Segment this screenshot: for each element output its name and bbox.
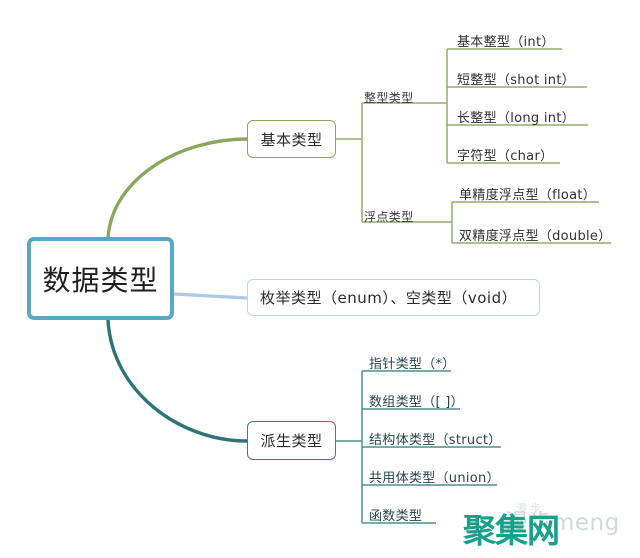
group-label-floating-types[interactable]: 浮点类型 [364,210,414,224]
connector-root-to-enum [172,292,249,300]
leaf-function[interactable]: 函数类型 [369,509,423,524]
leaf-double[interactable]: 双精度浮点型（double） [459,229,612,244]
group-label-integer-types[interactable]: 整型类型 [364,91,414,105]
leaf-long-int[interactable]: 长整型（long int） [457,111,576,126]
watermark-site-name: 聚集网 [463,511,560,550]
branch-node-enum-void-type[interactable]: 枚举类型（enum）、空类型（void） [247,279,540,316]
connector-root-to-basic [106,137,249,240]
root-node-data-type[interactable]: 数据类型 [27,237,174,320]
leaf-float[interactable]: 单精度浮点型（float） [459,188,597,203]
leaf-basic-int[interactable]: 基本整型（int） [457,35,555,50]
leaf-array[interactable]: 数组类型（[ ]） [369,395,464,410]
leaf-pointer[interactable]: 指针类型（*） [369,357,456,372]
watermark-ghost-text: 漫步meng [505,510,620,536]
branch-node-basic-type[interactable]: 基本类型 [247,120,336,158]
leaf-union[interactable]: 共用体类型（union） [369,471,500,486]
leaf-short-int[interactable]: 短整型（shot int） [457,73,576,88]
leaf-char[interactable]: 字符型（char） [457,149,554,164]
branch-node-derived-type[interactable]: 派生类型 [247,421,336,460]
leaf-struct[interactable]: 结构体类型（struct） [369,433,502,448]
watermark-ghost-small: 漫步 [516,502,544,515]
connector-root-to-derived [106,318,249,443]
